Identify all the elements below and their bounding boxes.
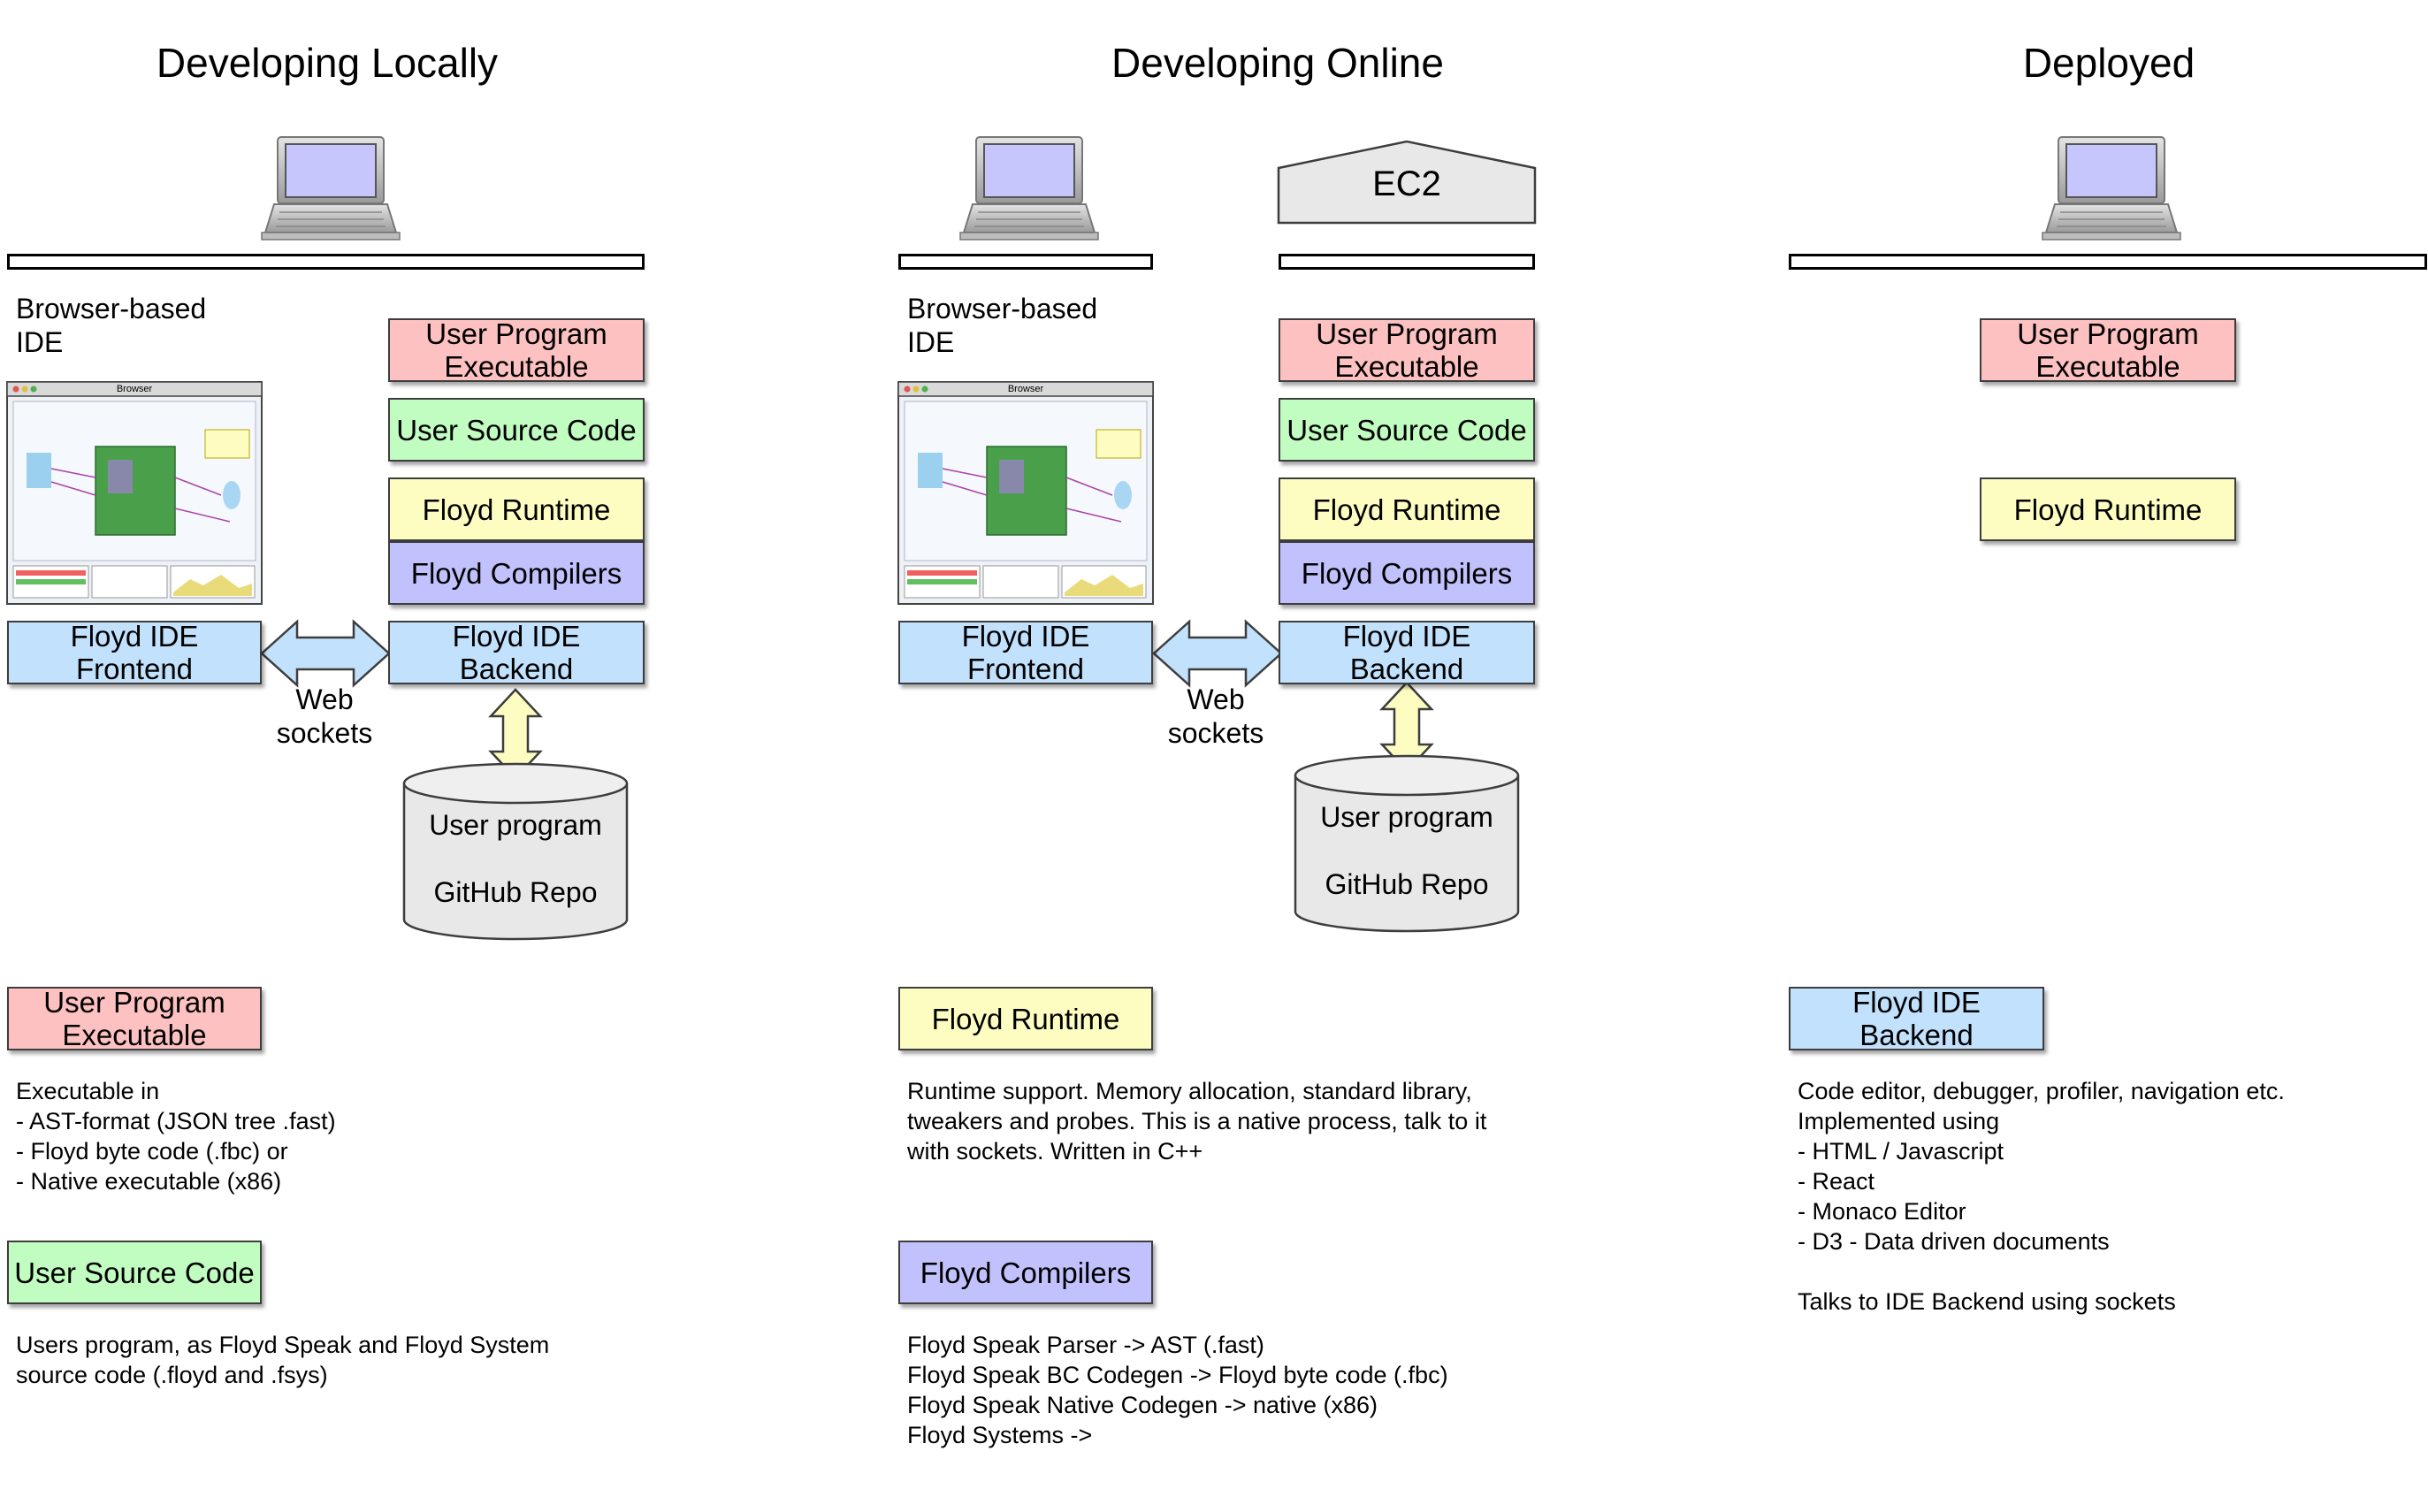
deployed-executable: User Program Executable (1980, 317, 2236, 383)
deployed-executable-text: User Program Executable (2017, 317, 2199, 383)
network-bar-online-client (898, 254, 1153, 270)
legend-source-code-text: User Source Code (14, 1256, 255, 1289)
laptop-icon (959, 136, 1099, 241)
title-developing-locally: Developing Locally (156, 40, 499, 86)
browser-thumbnail (897, 381, 1154, 605)
stack-runtime: Floyd Runtime (1279, 477, 1535, 541)
server-label: EC2 (1372, 164, 1441, 203)
ide-backend-text: Floyd IDE Backend (1342, 620, 1471, 685)
stack-executable-text: User Program Executable (425, 317, 607, 383)
browser-ide-label: Browser-based IDE (907, 293, 1098, 358)
stack-executable: User Program Executable (388, 317, 645, 383)
stack-executable-text: User Program Executable (1316, 317, 1498, 383)
repo-label: User program GitHub Repo (1320, 801, 1493, 900)
repo-label: User program GitHub Repo (429, 809, 602, 908)
legend-ide-backend: Floyd IDE Backend (1789, 986, 2044, 1051)
legend-runtime-desc: Runtime support. Memory allocation, stan… (907, 1078, 1487, 1165)
websockets-label: Web sockets (276, 683, 373, 749)
stack-compilers-text: Floyd Compilers (1301, 556, 1513, 590)
double-arrow (1152, 620, 1283, 687)
network-bar-local (7, 254, 645, 270)
stack-runtime-text: Floyd Runtime (1312, 493, 1501, 526)
legend-source-code-desc: Users program, as Floyd Speak and Floyd … (16, 1332, 550, 1388)
title-developing-online: Developing Online (1111, 40, 1444, 86)
stack-source-code-text: User Source Code (396, 413, 637, 447)
legend-executable: User Program Executable (7, 986, 262, 1051)
laptop-icon (2042, 136, 2181, 241)
legend-runtime: Floyd Runtime (898, 987, 1153, 1050)
stack-source-code-text: User Source Code (1287, 413, 1527, 447)
ide-frontend: Floyd IDE Frontend (898, 620, 1153, 685)
database-cylinder (402, 762, 629, 941)
ide-backend: Floyd IDE Backend (1279, 620, 1535, 685)
stack-source-code: User Source Code (388, 398, 645, 462)
ide-backend: Floyd IDE Backend (388, 620, 645, 685)
browser-thumbnail (6, 381, 263, 605)
double-arrow (260, 620, 391, 687)
laptop-icon (261, 136, 401, 241)
stack-runtime-text: Floyd Runtime (422, 493, 611, 526)
server-icon (1277, 140, 1537, 225)
stack-compilers: Floyd Compilers (388, 541, 645, 605)
legend-ide-backend-desc: Code editor, debugger, profiler, navigat… (1798, 1078, 2285, 1315)
ide-frontend: Floyd IDE Frontend (7, 620, 262, 685)
ide-backend-text: Floyd IDE Backend (452, 620, 581, 685)
stack-source-code: User Source Code (1279, 398, 1535, 462)
title-deployed: Deployed (2022, 40, 2195, 86)
stack-compilers-text: Floyd Compilers (410, 556, 622, 590)
ide-frontend-text: Floyd IDE Frontend (70, 620, 199, 685)
legend-ide-backend-text: Floyd IDE Backend (1852, 986, 1981, 1051)
network-bar-online-server (1279, 254, 1535, 270)
websockets-label: Web sockets (1167, 683, 1264, 749)
deployed-runtime-text: Floyd Runtime (2013, 493, 2203, 526)
legend-executable-desc: Executable in - AST-format (JSON tree .f… (16, 1078, 336, 1195)
browser-window-title: Browser (116, 384, 153, 394)
browser-ide-label: Browser-based IDE (16, 293, 207, 358)
legend-runtime-text: Floyd Runtime (931, 1002, 1120, 1035)
deployed-runtime: Floyd Runtime (1980, 477, 2236, 541)
database-cylinder (1294, 754, 1520, 933)
stack-runtime: Floyd Runtime (388, 477, 645, 541)
legend-compilers-desc: Floyd Speak Parser -> AST (.fast) Floyd … (907, 1332, 1448, 1448)
network-bar-deployed (1789, 254, 2427, 270)
stack-compilers: Floyd Compilers (1279, 541, 1535, 605)
ide-frontend-text: Floyd IDE Frontend (961, 620, 1090, 685)
legend-executable-text: User Program Executable (43, 986, 225, 1051)
browser-window-title: Browser (1007, 384, 1044, 394)
legend-source-code: User Source Code (7, 1241, 262, 1304)
legend-compilers: Floyd Compilers (898, 1241, 1153, 1304)
stack-executable: User Program Executable (1279, 317, 1535, 383)
legend-compilers-text: Floyd Compilers (920, 1256, 1132, 1289)
